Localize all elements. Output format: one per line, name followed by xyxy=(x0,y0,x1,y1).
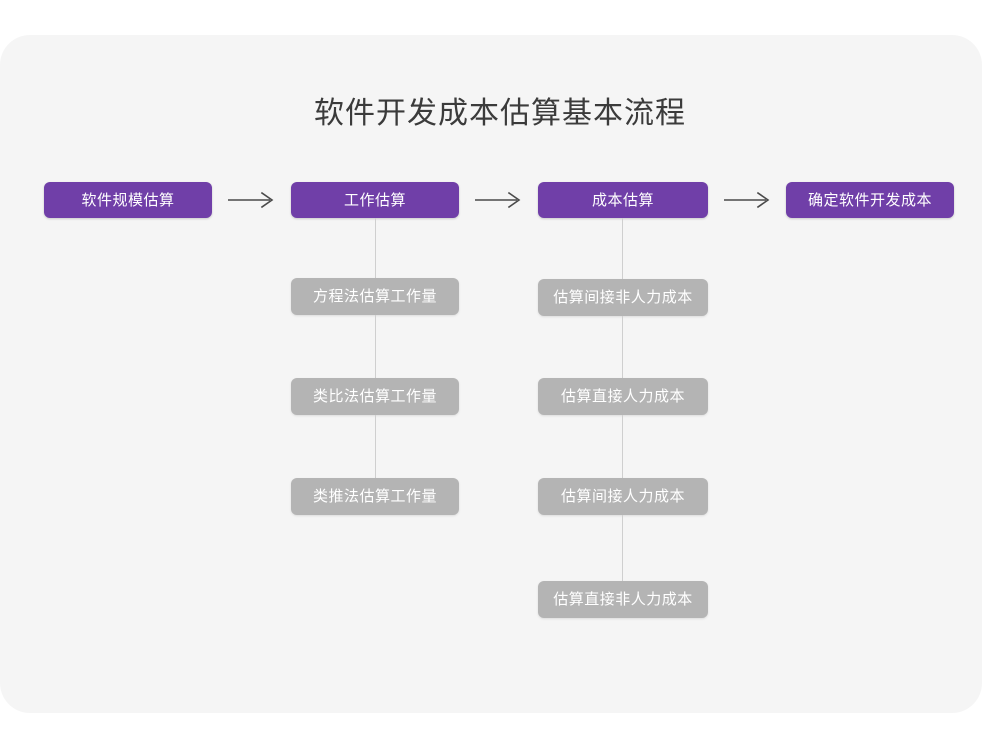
stage-node-software-scale-estimation[interactable]: 软件规模估算 xyxy=(44,182,212,218)
card-background xyxy=(0,35,982,713)
substage-node-analogy-method-effort[interactable]: 类比法估算工作量 xyxy=(291,378,459,415)
arrow-right-icon-2 xyxy=(469,182,529,218)
stage-node-cost-estimation[interactable]: 成本估算 xyxy=(538,182,708,218)
arrow-right-icon-1 xyxy=(222,182,282,218)
connector-line-col2-1 xyxy=(375,218,376,278)
page-title: 软件开发成本估算基本流程 xyxy=(314,97,686,130)
connector-line-col3-3 xyxy=(622,415,623,478)
substage-node-indirect-labor-cost[interactable]: 估算间接人力成本 xyxy=(538,478,708,515)
stage-node-determine-development-cost[interactable]: 确定软件开发成本 xyxy=(786,182,954,218)
substage-node-analogical-method-effort[interactable]: 类推法估算工作量 xyxy=(291,478,459,515)
substage-node-direct-labor-cost[interactable]: 估算直接人力成本 xyxy=(538,378,708,415)
connector-line-col2-2 xyxy=(375,315,376,378)
substage-node-direct-nonlabor-cost[interactable]: 估算直接非人力成本 xyxy=(538,581,708,618)
connector-line-col3-2 xyxy=(622,316,623,378)
stage-node-work-estimation[interactable]: 工作估算 xyxy=(291,182,459,218)
substage-node-equation-method-effort[interactable]: 方程法估算工作量 xyxy=(291,278,459,315)
connector-line-col2-3 xyxy=(375,415,376,478)
arrow-right-icon-3 xyxy=(718,182,778,218)
connector-line-col3-4 xyxy=(622,515,623,581)
substage-node-indirect-nonlabor-cost[interactable]: 估算间接非人力成本 xyxy=(538,279,708,316)
connector-line-col3-1 xyxy=(622,218,623,279)
